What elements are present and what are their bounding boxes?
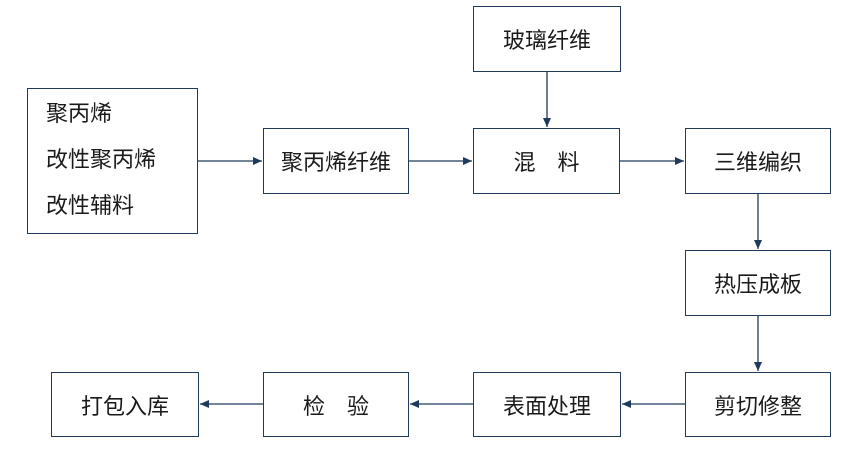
node-glass-fiber: 玻璃纤维 (473, 6, 621, 72)
node-raw-materials: 聚丙烯 改性聚丙烯 改性辅料 (27, 88, 198, 234)
node-label: 热压成板 (713, 273, 802, 298)
node-label: 剪切修整 (713, 394, 802, 420)
node-packing: 打包入库 (51, 372, 199, 437)
node-mixing: 混 料 (473, 128, 620, 194)
node-label: 三维编织 (713, 151, 802, 176)
node-cutting: 剪切修整 (685, 372, 831, 437)
node-surface-treatment: 表面处理 (473, 372, 621, 437)
node-label: 检 验 (302, 394, 369, 420)
node-label: 打包入库 (80, 394, 169, 420)
node-inspection: 检 验 (263, 372, 409, 437)
node-label: 玻璃纤维 (502, 29, 591, 54)
node-label: 聚丙烯 (46, 102, 113, 127)
node-label: 改性聚丙烯 (46, 148, 157, 173)
node-hot-press: 热压成板 (685, 250, 831, 316)
node-label: 表面处理 (502, 394, 591, 420)
node-label: 混 料 (513, 151, 580, 176)
node-pp-fiber: 聚丙烯纤维 (263, 128, 409, 194)
node-label: 聚丙烯纤维 (280, 151, 391, 176)
node-label: 改性辅料 (46, 194, 135, 219)
node-3d-weaving: 三维编织 (685, 128, 831, 194)
